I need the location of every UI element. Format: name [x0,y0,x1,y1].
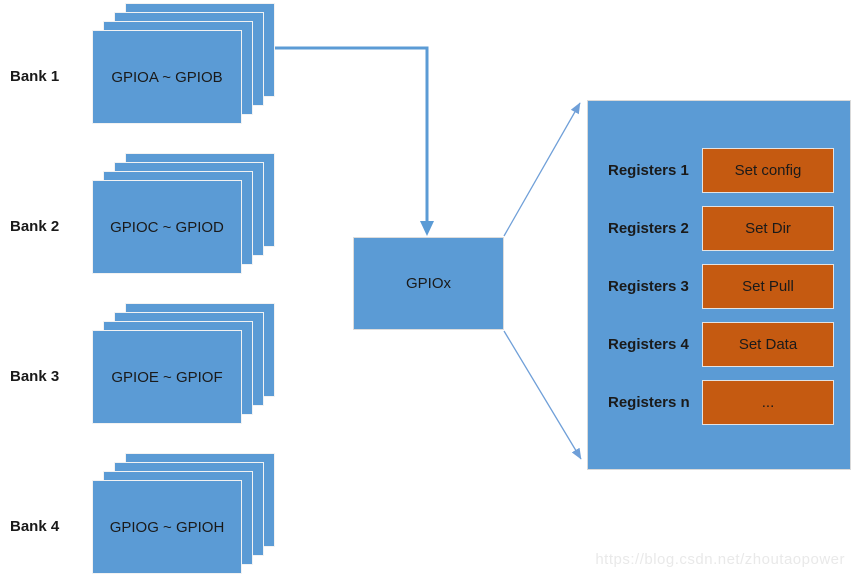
bank1-to-gpiox-arrow [275,46,429,222]
bank-3-stack: GPIOE ~ GPIOF [92,303,276,425]
bank-3-card: GPIOE ~ GPIOF [92,330,242,424]
register-2-label: Registers 2 [608,220,689,237]
set-pull-box: Set Pull [702,264,834,309]
register-row: Registers 4 Set Data [608,322,850,367]
set-data-box: Set Data [702,322,834,367]
bank1-to-gpiox-arrowhead [420,221,434,236]
register-n-label: Registers n [608,394,690,411]
registers-panel: Registers 1 Set config Registers 2 Set D… [587,100,851,470]
register-1-label: Registers 1 [608,162,689,179]
register-row: Registers n ... [608,380,850,425]
bank-4-label: Bank 4 [10,518,60,535]
gpiox-box: GPIOx [353,237,504,330]
bank-1-card: GPIOA ~ GPIOB [92,30,242,124]
bank-2-label: Bank 2 [10,218,60,235]
register-row: Registers 3 Set Pull [608,264,850,309]
bank-1-label: Bank 1 [10,68,60,85]
bank-1-stack: GPIOA ~ GPIOB [92,3,276,125]
set-config-box: Set config [702,148,834,193]
bank-4-stack: GPIOG ~ GPIOH [92,453,276,575]
register-row: Registers 1 Set config [608,148,850,193]
gpiox-to-registers-top-arrow [503,102,581,237]
register-row: Registers 2 Set Dir [608,206,850,251]
register-3-label: Registers 3 [608,278,689,295]
watermark: https://blog.csdn.net/zhoutaopower [595,551,845,568]
register-4-label: Registers 4 [608,336,689,353]
gpiox-to-registers-bottom-arrow [503,330,582,460]
bank-4-card: GPIOG ~ GPIOH [92,480,242,574]
bank-2-card: GPIOC ~ GPIOD [92,180,242,274]
bank-2-stack: GPIOC ~ GPIOD [92,153,276,275]
register-n-box: ... [702,380,834,425]
bank-3-label: Bank 3 [10,368,60,385]
set-dir-box: Set Dir [702,206,834,251]
